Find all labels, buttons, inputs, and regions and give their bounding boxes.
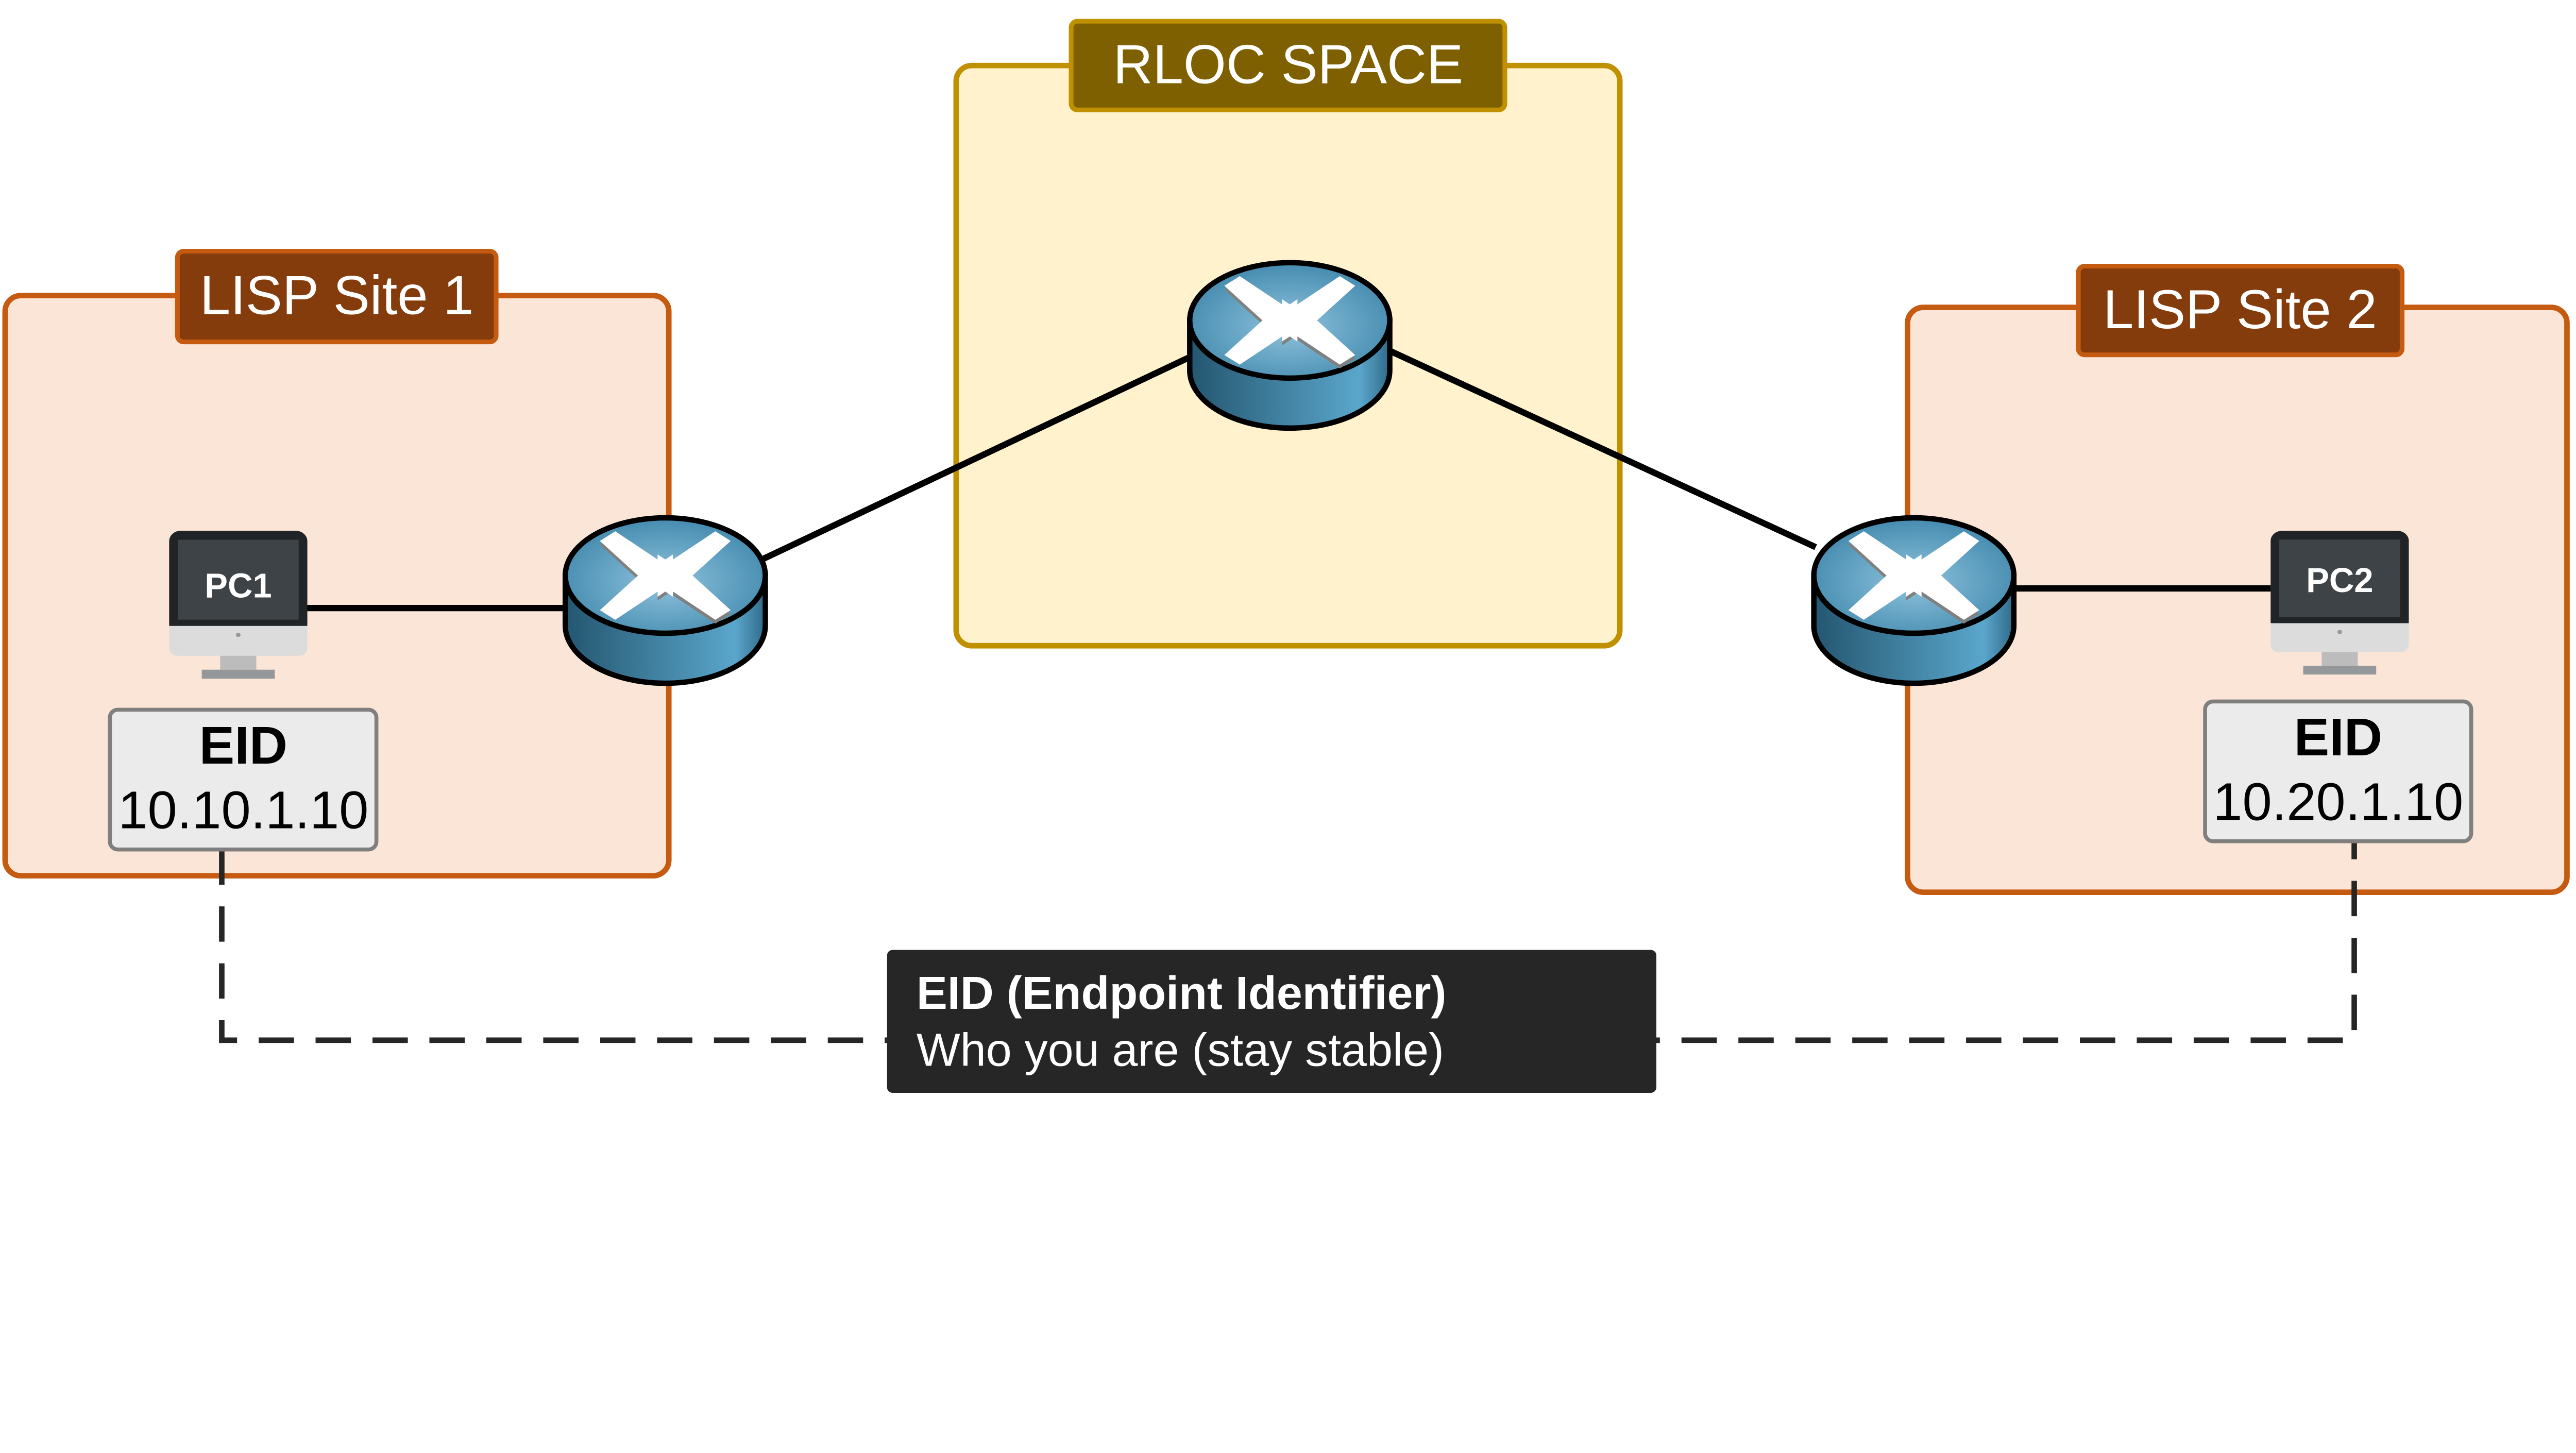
pc1-label: PC1 <box>205 567 272 605</box>
lisp-site-1-label-box <box>175 249 499 345</box>
pc2: PC2 <box>2270 531 2409 675</box>
lisp-site-2-label: LISP Site 2 <box>2103 278 2377 340</box>
eid-address: 10.20.1.10 <box>2213 772 2463 831</box>
pc2-label: PC2 <box>2306 561 2373 600</box>
callout-title: EID (Endpoint Identifier) <box>917 968 1446 1019</box>
eid-title: EID <box>2294 707 2382 767</box>
eid-callout: EID (Endpoint Identifier) Who you are (s… <box>887 950 1656 1093</box>
lisp-diagram: LISP Site 1 RLOC SPACE LISP Site 2 PC1 P… <box>2 19 2570 1093</box>
link-rloc-router-router2 <box>1387 347 1817 550</box>
eid-title: EID <box>199 716 287 775</box>
router-icon <box>1190 263 1389 428</box>
links <box>307 347 2271 612</box>
eid-address: 10.10.1.10 <box>118 780 368 839</box>
lisp-site-1-label: LISP Site 1 <box>200 264 474 326</box>
eid-box-pc2: EID 10.20.1.10 <box>2203 699 2473 843</box>
rloc-space-label-box <box>1069 19 1507 112</box>
eid-box-pc1: EID 10.10.1.10 <box>108 707 379 852</box>
lisp-site-2-label-box <box>2076 263 2405 358</box>
router-icon <box>565 518 765 683</box>
rloc-space-label: RLOC SPACE <box>1113 33 1464 95</box>
pc1: PC1 <box>169 531 308 679</box>
link-router1-rloc-router <box>762 353 1193 562</box>
router-icon <box>1814 518 2014 683</box>
callout-subtitle: Who you are (stay stable) <box>917 1024 1444 1076</box>
